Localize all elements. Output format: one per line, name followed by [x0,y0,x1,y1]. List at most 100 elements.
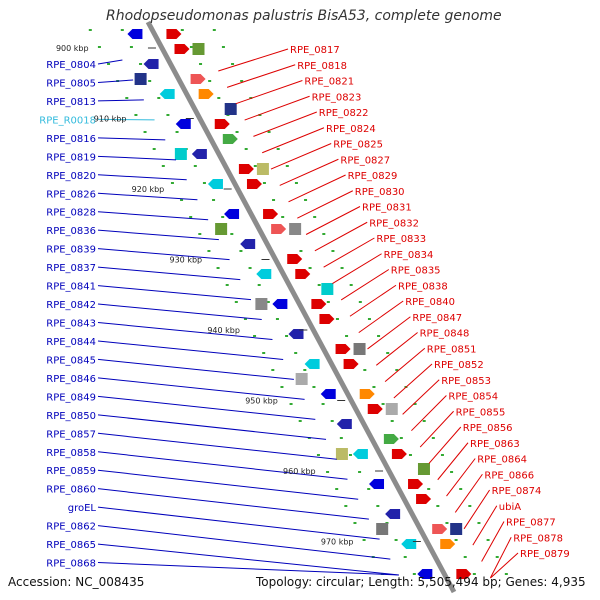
track-dot [335,488,339,490]
label-connector [384,347,426,383]
track-dot [139,63,143,65]
gene-label: RPE_0848 [420,329,470,340]
reverse-gene [256,269,272,279]
forward-gene [391,449,407,459]
track-dot [275,318,279,320]
gene-label: RPE_0859 [46,466,96,477]
track-dot [317,284,321,286]
gene-label: RPE_0864 [477,455,527,466]
genome-title: Rhodopseudomonas palustris BisA53, compl… [106,8,502,24]
label-connector [270,143,332,170]
label-connector [97,414,327,440]
track-dot [486,539,490,541]
forward-gene [343,359,359,369]
track-dot [125,97,129,99]
label-connector [454,473,483,513]
track-dot [207,250,211,252]
gene-label: RPE_0855 [456,407,506,418]
track-dot [271,369,275,371]
gene-label: RPE_0841 [46,282,96,293]
reverse-gene [175,119,191,129]
label-connector [97,229,219,241]
label-connector [288,174,346,203]
gene-label: ubiA [499,502,521,513]
reverse-gene [417,569,433,579]
gene-label: RPE_0816 [46,134,96,145]
forward-gene [319,314,335,324]
feature-layer [127,29,472,579]
track-dot [335,318,339,320]
label-connector [472,505,498,546]
gene-label: RPE_0879 [520,549,570,560]
label-connector [332,253,382,284]
track-dot [208,80,212,82]
gene-label: RPE_0845 [46,355,96,366]
track-dot [344,505,348,507]
track-dot [472,573,476,575]
track-dot [363,369,367,371]
forward-gene [214,119,230,129]
track-dot [289,403,293,405]
kbp-marker-label: 920 kbp [132,185,165,194]
track-dot [403,556,407,558]
reverse-gene [385,509,401,519]
forward-gene [432,524,448,534]
label-connector [358,300,404,334]
forward-gene [367,404,383,414]
label-line-layer [97,48,519,579]
track-dot [440,454,444,456]
forward-gene [408,479,424,489]
label-connector [305,206,361,235]
track-dot [221,216,225,218]
track-dot [198,233,202,235]
label-connector [262,127,325,154]
gene-label: RPE_0818 [297,61,347,72]
track-dot [358,471,362,473]
track-dot [216,267,220,269]
track-dot [281,216,285,218]
track-dot [189,216,193,218]
track-dot [348,454,352,456]
track-dot [308,267,312,269]
reverse-gene [224,209,240,219]
gene-label: RPE_0823 [312,92,362,103]
track-dot [298,420,302,422]
gene-label: RPE_0860 [46,485,96,496]
track-dot [243,318,247,320]
gene-label: RPE_0821 [304,77,354,88]
gene-label: RPE_0853 [441,376,491,387]
backbone-line [145,20,457,594]
kbp-marker-label: 950 kbp [245,397,278,406]
kbp-marker-label: 960 kbp [283,467,316,476]
gene-label: RPE_0804 [46,60,96,71]
track-dot [253,335,257,337]
track-dot [459,488,463,490]
track-dot [285,165,289,167]
track-dot [231,63,235,65]
gene-label: RPE_0819 [46,152,96,163]
track-dot [431,437,435,439]
gene-label: RPE_0832 [369,218,419,229]
gene-label: RPE_0822 [319,108,369,119]
forward-gene [198,89,214,99]
track-dot [454,539,458,541]
track-dot [367,488,371,490]
track-dot [285,335,289,337]
label-connector [463,489,491,530]
track-dot [304,199,308,201]
gene-label: RPE_0813 [46,97,96,108]
accession-text: Accession: NC_008435 [8,575,145,589]
track-dot [339,437,343,439]
track-dot [180,29,184,31]
track-dot [262,182,266,184]
label-connector [97,99,144,102]
gene-block [353,343,366,355]
gene-block [224,103,237,115]
gene-label: RPE_0840 [405,297,455,308]
track-dot [376,505,380,507]
track-dot [217,97,221,99]
label-connector [297,190,354,219]
track-dot [107,63,111,65]
reverse-gene [401,539,417,549]
